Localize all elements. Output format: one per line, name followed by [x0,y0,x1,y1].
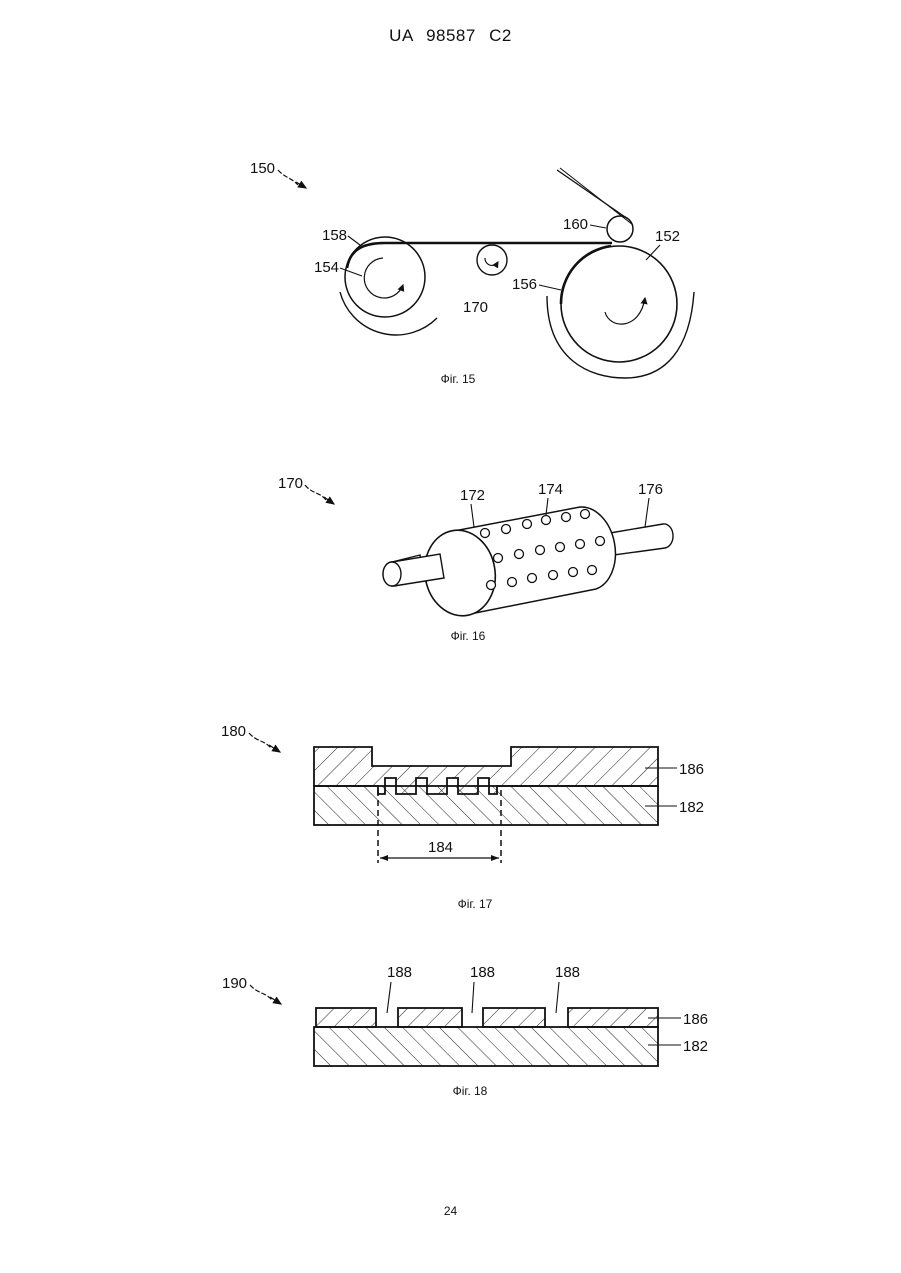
hole [549,571,558,580]
figure-15: 150 158 154 170 [250,160,694,378]
figure-17: 180 184 186 182 [221,723,704,863]
fig16-label-174: 174 [538,481,563,498]
fig18-label-190: 190 [222,975,247,992]
fig15-leader-156 [539,285,561,290]
fig16-leader-172 [471,504,474,527]
hole [528,574,537,583]
middle-roller-rotation-arrow [485,258,498,265]
hole [581,510,590,519]
fig18-label-182: 182 [683,1038,708,1055]
hole [588,566,597,575]
dimension-arrow-right [491,855,499,861]
fig18-caption: Фіг. 18 [370,1084,570,1098]
hole [576,540,585,549]
dimension-arrow-left [380,855,388,861]
fig17-label-180: 180 [221,723,246,740]
hole [494,554,503,563]
fig16-leader-170 [305,485,326,500]
hole [536,546,545,555]
fig18-label-188-a: 188 [387,964,412,981]
shaft-right-176 [610,524,673,555]
hole [562,513,571,522]
fig15-label-154: 154 [314,259,339,276]
hole [481,529,490,538]
top-layer-segment-4 [568,1008,658,1027]
fig15-label-152: 152 [655,228,680,245]
hole [569,568,578,577]
small-roller-guard-arc [340,292,437,335]
fig15-label-160: 160 [563,216,588,233]
top-layer-segment-2 [398,1008,462,1027]
fig16-arrow-170 [324,497,334,504]
hole [515,550,524,559]
figure-18: 190 188 188 188 186 182 [222,964,708,1066]
fig16-caption: Фіг. 16 [368,629,568,643]
hole [502,525,511,534]
top-layer-segment-3 [483,1008,545,1027]
fig18-leader-188-c [556,982,559,1013]
belt-wrap-156 [561,246,611,304]
fig17-arrow-180 [269,745,280,752]
fig18-arrow-190 [270,997,281,1004]
fig17-caption: Фіг. 17 [375,897,575,911]
fig18-leader-188-a [387,982,391,1013]
fig15-label-156: 156 [512,276,537,293]
top-layer-segment-1 [316,1008,376,1027]
belt-158 [347,243,612,268]
fig15-leader-150 [278,170,298,185]
fig16-label-170: 170 [278,475,303,492]
substrate-layer-182 [314,786,658,825]
incoming-sheet-line-1 [557,170,628,219]
fig18-leader-190 [250,985,272,1000]
hole [556,543,565,552]
fig18-label-188-b: 188 [470,964,495,981]
guide-roller-160 [607,216,633,242]
fig15-label-150: 150 [250,160,275,177]
fig18-label-186: 186 [683,1011,708,1028]
fig17-label-184: 184 [428,839,453,856]
page-number: 24 [0,1204,901,1218]
fig16-label-172: 172 [460,487,485,504]
hole [508,578,517,587]
small-roller-rotation-arrow [364,258,403,298]
fig16-label-176: 176 [638,481,663,498]
fig15-leader-158 [348,236,360,245]
embossing-roller-170 [477,245,507,275]
big-roller-rotation-arrow [605,298,645,324]
fig16-leader-176 [645,498,649,527]
hole [487,581,496,590]
fig17-label-182: 182 [679,799,704,816]
figure-16: 170 [278,475,673,621]
fig15-caption: Фіг. 15 [358,372,558,386]
fig18-leader-188-b [472,982,474,1013]
fig18-label-188-c: 188 [555,964,580,981]
fig17-label-186: 186 [679,761,704,778]
fig15-label-158: 158 [322,227,347,244]
fig15-label-170: 170 [463,299,488,316]
hole [523,520,532,529]
fig15-leader-154 [340,268,362,276]
hole [542,516,551,525]
fig17-leader-180 [249,733,271,748]
fig15-leader-160 [590,225,606,228]
substrate-layer-182 [314,1027,658,1066]
hole [596,537,605,546]
shaft-left-tip [383,562,401,586]
